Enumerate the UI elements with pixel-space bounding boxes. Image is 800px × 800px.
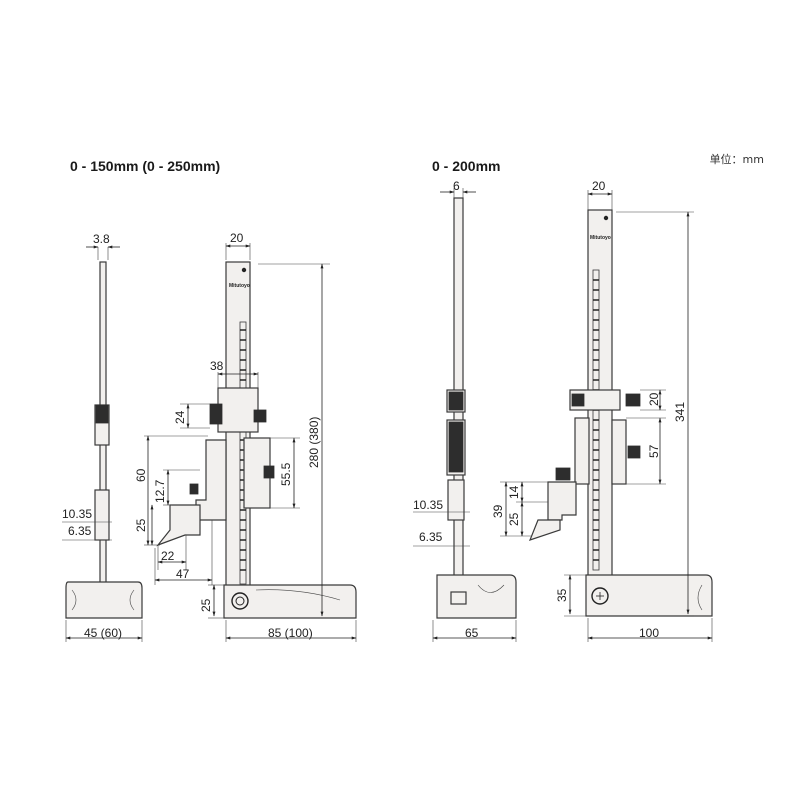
dim-right-57: 57 [647,444,661,458]
title-left: 0 - 150mm (0 - 250mm) [70,158,221,174]
right-side-view: 6 10.35 6.35 65 [413,179,517,642]
dim-right-side-a: 10.35 [413,498,443,512]
dim-left-55-5: 55.5 [279,462,293,486]
dim-right-14: 14 [507,485,521,499]
dim-left-25: 25 [134,518,148,532]
dim-left-front-top: 20 [230,231,244,245]
brand-logo-left: Mitutoyo [229,283,250,289]
dim-right-25: 25 [507,512,521,526]
dim-left-total-height: 280 (380) [307,417,321,468]
dim-right-base-length: 100 [639,626,659,640]
dim-left-reach: 60 [134,468,148,482]
left-front-view: Mitutoyo [134,231,357,642]
dim-left-12-7: 12.7 [153,479,167,503]
dim-left-side-top: 3.8 [93,232,110,246]
title-right: 0 - 200mm [432,158,501,174]
dim-right-base-height: 35 [555,588,569,602]
dim-left-base-length: 85 (100) [268,626,313,640]
dim-left-slider-height: 24 [173,410,187,424]
dim-left-side-b: 6.35 [68,524,92,538]
brand-logo-right: Mitutoyo [590,235,611,241]
dim-right-slider-height: 20 [647,392,661,406]
dim-left-22: 22 [161,549,175,563]
dim-left-side-a: 10.35 [62,507,92,521]
dim-right-39: 39 [491,504,505,518]
dim-right-side-b: 6.35 [419,530,443,544]
dim-right-total-height: 341 [673,402,687,422]
dim-left-47: 47 [176,567,190,581]
dim-left-side-base: 45 (60) [84,626,122,640]
dim-left-slider-width: 38 [210,359,224,373]
dim-right-front-top: 20 [592,179,606,193]
dim-right-side-top: 6 [453,179,460,193]
dim-left-base-height: 25 [199,598,213,612]
unit-note: 单位：mm [709,153,764,166]
right-front-view: Mitutoyo [491,179,713,642]
dim-right-side-base: 65 [465,626,479,640]
left-side-view: 3.8 10.35 6.35 45 (60) [62,232,143,642]
